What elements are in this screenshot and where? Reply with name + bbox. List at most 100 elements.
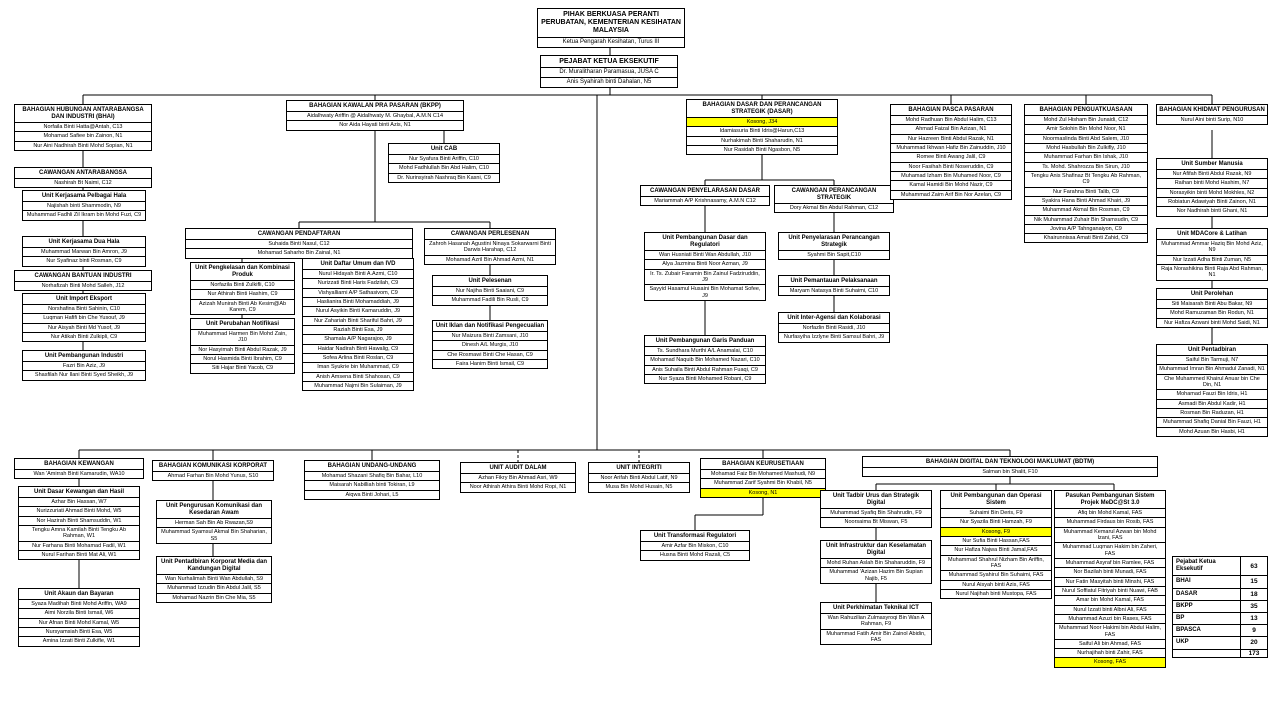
unit-perubahan-notifikasi-member-2: Norul Hasmida Binti Ibrahim, C9: [191, 354, 294, 363]
unit-audit-dalam-member-1: Noor Athirah Athira Binti Mohd Ropi, N1: [461, 482, 575, 491]
pejabat-ketua-eksekutif-title: PEJABAT KETUA EKSEKUTIF: [559, 57, 659, 65]
pasukan-pembangunan-sistem-medcast-member-11: Muhammad Noor Hakimi bin Abdul Halim, FA…: [1055, 623, 1165, 639]
unit-pembangunan-industri-member-0: Fazri Bin Aziz, J9: [23, 361, 145, 370]
pasukan-pembangunan-sistem-medcast-member-4: Muhammad Asyraf bin Ramlee, FAS: [1055, 558, 1165, 567]
pejabat-ketua-eksekutif-member-0: Dr. Muralitharan Paramasua, JUSA C: [541, 67, 677, 77]
unit-daftar-umum-ivd-title: Unit Daftar Umum dan IVD: [320, 260, 396, 267]
summary-label-1: BHAI: [1173, 576, 1241, 588]
unit-iklan-notifikasi-pengecualian-member-3: Faira Hanim Binti Ismail, C9: [433, 359, 547, 368]
unit-perolehan-title: Unit Perolehan: [1190, 290, 1234, 297]
unit-tadbir-urus-strategik-digital-title: Unit Tadbir Urus dan Strategik Digital: [832, 492, 920, 506]
bahagian-penguatkuasaan-member-7: Nur Farahna Binti Talib, C9: [1025, 186, 1147, 196]
unit-pengkelasan-kombinasi-produk-title: Unit Pengkelasan dan Kombinasi Produk: [195, 264, 290, 278]
bahagian-undang-undang-title: BAHAGIAN UNDANG-UNDANG: [327, 462, 417, 469]
pasukan-pembangunan-sistem-medcast-member-14: Kosong, FAS: [1055, 657, 1165, 667]
summary-label-5: BPASCA: [1173, 625, 1241, 637]
unit-akaun-bayaran-member-3: Nursyamsiah Binti Esa, W5: [19, 627, 139, 636]
bahagian-bhai: BAHAGIAN HUBUNGAN ANTARABANGSA DAN INDUS…: [14, 104, 152, 152]
bahagian-penguatkuasaan-member-0: Mohd Zul Hisham Bin Junaidi, C12: [1025, 115, 1147, 124]
unit-dasar-kewangan-hasil-title: Unit Dasar Kewangan dan Hasil: [33, 488, 125, 495]
unit-pembangunan-operasi-sistem-member-0: Suhaimi Bin Deris, F9: [941, 508, 1051, 517]
unit-sumber-manusia-member-1: Raihan binti Mohd Hashim, N7: [1157, 178, 1267, 187]
bahagian-pasca-pasaran-member-1: Ahmad Faizal Bin Azizan, N1: [891, 124, 1011, 133]
unit-integriti-member-0: Noor Arifah Binti Abdul Latif, N9: [589, 473, 689, 482]
unit-mdacore-latihan-member-0: Muhammad Ammar Haziq Bin Mohd Aziz, N9: [1157, 239, 1267, 255]
cawangan-penyelarasan-dasar-title: CAWANGAN PENYELARASAN DASAR: [649, 187, 760, 194]
unit-kerjasama-dua-hala-member-1: Nur Syafinaz binti Rosman, C9: [23, 256, 145, 265]
unit-penyelarasan-perancangan-strategik-title: Unit Penyelarasan Perancangan Strategik: [788, 234, 880, 248]
bahagian-bkpp: BAHAGIAN KAWALAN PRA PASARAN (BKPP)Aidal…: [286, 100, 464, 131]
unit-transformasi-regulatori-member-1: Husna Binti Mohd Razali, C5: [641, 550, 749, 559]
bahagian-komunikasi-korporat-member-0: Ahmad Farhan Bin Mohd Yunus, S10: [153, 471, 273, 480]
unit-akaun-bayaran-member-4: Amina Izzati Binti Zulkifle, W1: [19, 636, 139, 645]
unit-audit-dalam-title: UNIT AUDIT DALAM: [489, 464, 547, 471]
bahagian-bdtm: BAHAGIAN DIGITAL DAN TEKNOLOGI MAKLUMAT …: [862, 456, 1158, 478]
pasukan-pembangunan-sistem-medcast: Pasukan Pembangunan Sistem Projek MeDC@S…: [1054, 490, 1166, 668]
bahagian-penguatkuasaan-member-11: Jovina A/P Tahnganaiyon, C9: [1025, 223, 1147, 233]
unit-dasar-kewangan-hasil-member-2: Nor Hazirah Binti Shamsuddin, W1: [19, 515, 139, 525]
unit-mdacore-latihan-member-1: Nur Izzati Adha Binti Zuman, N5: [1157, 254, 1267, 264]
unit-daftar-umum-ivd-member-10: Iman Syukrie bin Muhammad, C9: [303, 362, 413, 371]
cawangan-perancangan-strategik-member-0: Dory Akmal Bin Abdul Rahman, C12: [775, 203, 893, 212]
summary-label-2: DASAR: [1173, 588, 1241, 600]
unit-dasar-kewangan-hasil-member-5: Nurul Farihan Binti Mat Ali, W1: [19, 549, 139, 559]
unit-import-eksport-member-0: Norshafina Binti Sahinin, C10: [23, 304, 145, 313]
unit-kerjasama-pelbagai-hala-member-1: Muhammad Fadhli Zil Ikram bin Mohd Fuzi,…: [23, 210, 145, 219]
summary-value-0: 63: [1250, 562, 1258, 570]
unit-daftar-umum-ivd-member-5: Nur Zahariah Binti Shariful Bahri, J9: [303, 315, 413, 325]
unit-daftar-umum-ivd-member-8: Haidar Nadirah Binti Hawalig, C9: [303, 343, 413, 353]
unit-dasar-kewangan-hasil-member-4: Nur Farhana Binti Mohamad Fadil, W1: [19, 540, 139, 550]
unit-kerjasama-pelbagai-hala-member-0: Najishah binti Shammodin, N9: [23, 201, 145, 210]
bahagian-pasca-pasaran-title: BAHAGIAN PASCA PASARAN: [908, 106, 994, 113]
pasukan-pembangunan-sistem-medcast-member-7: Nurul Soffiatul Fitriyah binti Nuawi, FA…: [1055, 585, 1165, 595]
unit-pengurusan-komunikasi-kesedaran-awam: Unit Pengurusan Komunikasi dan Kesedaran…: [156, 500, 272, 545]
pasukan-pembangunan-sistem-medcast-member-10: Muhammad Azuzi bin Rases, FAS: [1055, 613, 1165, 623]
unit-pengkelasan-kombinasi-produk-member-1: Nur Athirah Binti Hashim, C9: [191, 289, 294, 298]
unit-pembangunan-garis-panduan-member-0: Ts. Sundhara Murthi A/L Anamalai, C10: [645, 346, 765, 355]
unit-pentadbiran-korporat-media-kandungan-digital-member-2: Mohamad Nazrin Bin Che Mia, S5: [157, 592, 271, 602]
unit-pentadbiran-korporat-media-kandungan-digital-member-0: Wan Nurhalimah Binti Wan Abdullah, S9: [157, 574, 271, 583]
unit-pelesenan-member-1: Muhammad Fadili Bin Rusli, C9: [433, 295, 547, 304]
unit-perolehan-member-2: Nur Hafiza Azwani binti Mohd Saidi, N1: [1157, 317, 1267, 327]
bahagian-keurusetiaan-member-0: Mohamad Faiz Bin Mohamed Mashudi, N9: [701, 469, 825, 478]
pasukan-pembangunan-sistem-medcast-member-8: Amar bin Mohd Kamal, FAS: [1055, 595, 1165, 604]
bahagian-pasca-pasaran-member-6: Muhamad Izham Bin Muhamed Noor, C9: [891, 170, 1011, 180]
unit-kerjasama-pelbagai-hala-title: Unit Kerjasama Pelbagai Hala: [41, 192, 127, 199]
bahagian-dasar-member-0: Kosong, J34: [687, 117, 837, 127]
unit-pemantauan-pelaksanaan-title: Unit Pemantauan Pelaksanaan: [790, 277, 878, 284]
summary-label-6: UKP: [1173, 637, 1241, 649]
unit-inter-agensi-kolaborasi-title: Unit Inter-Agensi dan Kolaborasi: [787, 314, 881, 321]
pasukan-pembangunan-sistem-medcast-title: Pasukan Pembangunan Sistem Projek MeDC@S…: [1065, 492, 1155, 506]
pasukan-pembangunan-sistem-medcast-member-0: Afiq bin Mohd Kamal, FAS: [1055, 508, 1165, 517]
unit-iklan-notifikasi-pengecualian-member-2: Che Rosmawi Binti Che Hasan, C9: [433, 349, 547, 359]
unit-pengurusan-komunikasi-kesedaran-awam-member-0: Herman Sah Bin Ab Rwazan,S9: [157, 518, 271, 527]
unit-akaun-bayaran-title: Unit Akaun dan Bayaran: [44, 590, 114, 597]
bahagian-pasca-pasaran-member-2: Nur Hazreen Binti Abdul Razak, N1: [891, 133, 1011, 143]
unit-kerjasama-dua-hala-member-0: Muhammad Marwan Bin Amron, J9: [23, 247, 145, 256]
unit-daftar-umum-ivd-member-2: Vishyalliarni A/P Sathasivom, C9: [303, 287, 413, 297]
unit-perkhidmatan-teknikal-ict-member-0: Wan Rahuzilian Zulmasyroqi Bin Wan A Rah…: [821, 613, 931, 629]
unit-daftar-umum-ivd-member-0: Nurul Hidayah Binti A.Azmi, C10: [303, 269, 413, 278]
root-authority: PIHAK BERKUASA PERANTI PERUBATAN, KEMENT…: [537, 8, 685, 48]
